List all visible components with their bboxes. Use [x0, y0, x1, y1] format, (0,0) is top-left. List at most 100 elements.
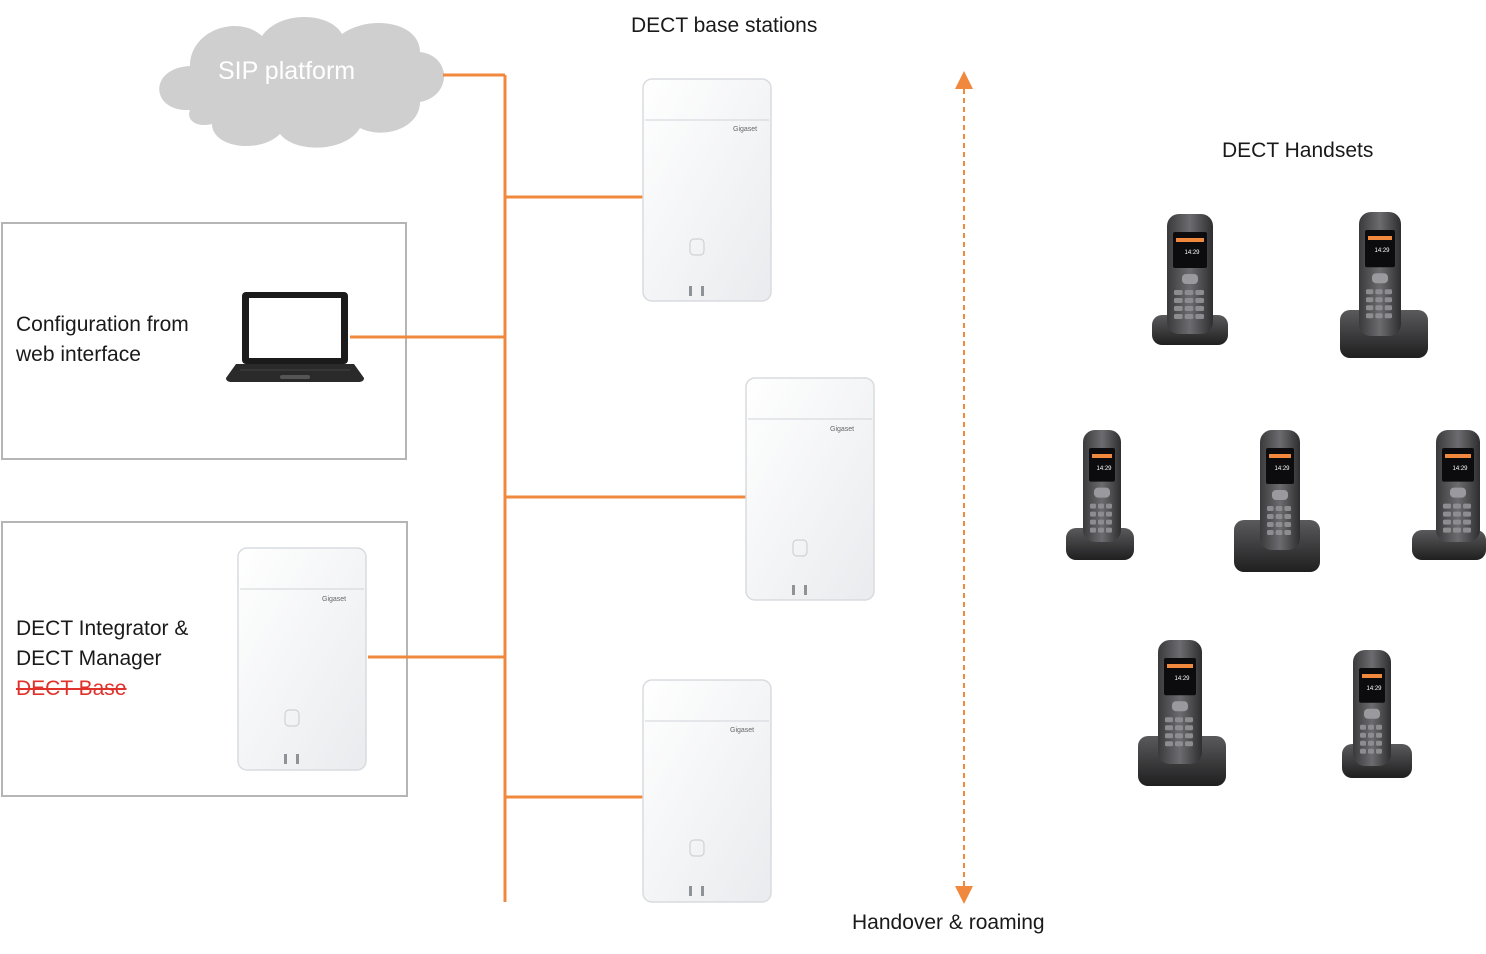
handset-2: 14:29	[1340, 212, 1428, 358]
keypad-key	[1174, 314, 1183, 319]
handsets-title: DECT Handsets	[1222, 139, 1374, 162]
handset-body	[1436, 430, 1480, 542]
keypad-key	[1090, 503, 1096, 509]
integrator-base-brand: Gigaset	[322, 596, 346, 603]
nav-key	[1182, 274, 1198, 284]
handset-body	[1083, 430, 1121, 542]
base-stations-title: DECT base stations	[631, 14, 818, 37]
keypad-key	[1175, 741, 1183, 747]
keypad-key	[1185, 733, 1193, 739]
keypad-key	[1368, 732, 1374, 738]
keypad-key	[1175, 733, 1183, 739]
keypad-key	[1267, 506, 1274, 511]
nav-key	[1450, 487, 1466, 498]
keypad-key	[1375, 297, 1383, 303]
keypad-key	[1106, 511, 1112, 517]
keypad-key	[1090, 511, 1096, 517]
configuration-line-1: Configuration from	[16, 313, 189, 336]
keypad-key	[1376, 724, 1382, 730]
keypad-key	[1106, 527, 1112, 533]
keypad-key	[1368, 748, 1374, 754]
keypad-key	[1463, 511, 1471, 517]
keypad-key	[1376, 732, 1382, 738]
keypad-key	[1165, 741, 1173, 747]
keypad-key	[1267, 514, 1274, 519]
keypad-key	[1175, 717, 1183, 723]
integrator-label: DECT Integrator & DECT Manager DECT Base	[16, 614, 188, 704]
keypad-key	[1284, 514, 1291, 519]
keypad-key	[1098, 519, 1104, 525]
keypad-key	[1185, 725, 1193, 731]
keypad-key	[1195, 306, 1204, 311]
keypad-key	[1366, 289, 1374, 295]
handset-screen	[1089, 448, 1115, 482]
keypad-key	[1366, 305, 1374, 311]
handset-1: 14:29	[1152, 214, 1228, 345]
keypad-key	[1275, 522, 1283, 527]
keypad-key	[1463, 527, 1471, 533]
base-1-brand: Gigaset	[733, 126, 757, 133]
keypad-key	[1174, 290, 1183, 295]
base-station-3	[642, 679, 772, 903]
keypad-key	[1453, 503, 1461, 509]
keypad-key	[1360, 732, 1366, 738]
keypad-key	[1453, 511, 1461, 517]
handset-clock: 14:29	[1366, 686, 1382, 692]
sip-platform-label: SIP platform	[218, 57, 356, 85]
keypad-key	[1384, 305, 1392, 311]
integrator-line-3-struck: DECT Base	[16, 677, 127, 700]
keypad-key	[1106, 519, 1112, 525]
keypad-key	[1284, 530, 1291, 535]
keypad-key	[1195, 290, 1204, 295]
base-3-brand: Gigaset	[730, 727, 754, 734]
keypad-key	[1368, 740, 1374, 746]
keypad-key	[1463, 503, 1471, 509]
keypad-key	[1443, 511, 1451, 517]
keypad-key	[1185, 717, 1193, 723]
keypad-key	[1098, 511, 1104, 517]
keypad-key	[1384, 289, 1392, 295]
handset-6: 14:29	[1138, 640, 1226, 786]
keypad-key	[1453, 519, 1461, 525]
keypad-key	[1090, 519, 1096, 525]
keypad-key	[1443, 503, 1451, 509]
keypad-key	[1275, 530, 1283, 535]
keypad-key	[1098, 503, 1104, 509]
keypad-key	[1165, 725, 1173, 731]
network-links	[350, 73, 748, 902]
sip-cloud	[159, 17, 444, 148]
keypad-key	[1375, 313, 1383, 319]
keypad-key	[1366, 313, 1374, 319]
keypad-key	[1275, 506, 1283, 511]
keypad-key	[1165, 717, 1173, 723]
integrator-base-station	[237, 547, 367, 771]
keypad-key	[1106, 503, 1112, 509]
keypad-key	[1443, 519, 1451, 525]
keypad-key	[1195, 298, 1204, 303]
keypad-key	[1376, 740, 1382, 746]
handset-clock: 14:29	[1174, 676, 1190, 682]
nav-key	[1372, 273, 1388, 284]
integrator-line-2: DECT Manager	[16, 647, 162, 670]
roaming-label: Handover & roaming	[852, 911, 1045, 934]
configuration-line-2: web interface	[16, 343, 141, 366]
keypad-key	[1185, 741, 1193, 747]
keypad-key	[1184, 306, 1194, 311]
keypad-key	[1184, 314, 1194, 319]
base-2-brand: Gigaset	[830, 426, 854, 433]
keypad-key	[1275, 514, 1283, 519]
keypad-key	[1376, 748, 1382, 754]
keypad-key	[1174, 306, 1183, 311]
keypad-key	[1090, 527, 1096, 533]
keypad-key	[1384, 297, 1392, 303]
configuration-label: Configuration from web interface	[16, 310, 189, 370]
base-station-2	[745, 377, 875, 601]
handset-3: 14:29	[1066, 430, 1134, 560]
keypad-key	[1165, 733, 1173, 739]
handset-clock: 14:29	[1274, 466, 1290, 472]
keypad-key	[1360, 748, 1366, 754]
keypad-key	[1184, 298, 1194, 303]
keypad-key	[1453, 527, 1461, 533]
